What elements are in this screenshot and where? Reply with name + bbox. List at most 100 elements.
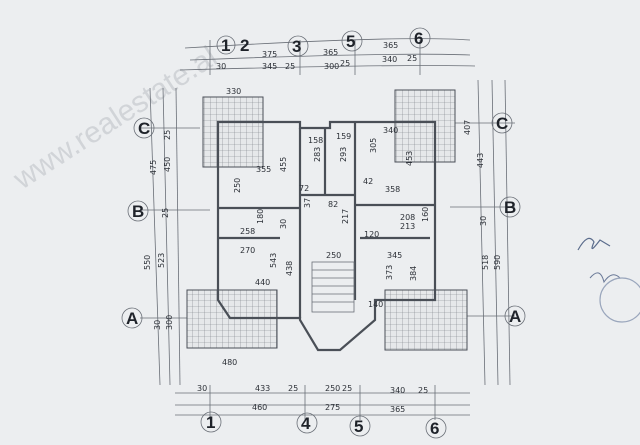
dim-label: 25 <box>285 62 295 71</box>
axis-marker-right-c: C <box>491 112 513 134</box>
dim-label: 543 <box>269 253 278 268</box>
dim-label: 365 <box>390 405 405 414</box>
dim-label: 340 <box>383 126 398 135</box>
dim-label: 518 <box>481 255 490 270</box>
dim-label: 365 <box>383 41 398 50</box>
dim-label: 345 <box>262 62 277 71</box>
dim-label: 550 <box>143 255 152 270</box>
svg-text:C: C <box>138 119 150 138</box>
dim-label: 365 <box>323 48 338 57</box>
svg-text:C: C <box>496 114 508 133</box>
dim-label: 180 <box>256 209 265 224</box>
dim-label: 340 <box>390 386 405 395</box>
dim-label: 340 <box>382 55 397 64</box>
svg-text:A: A <box>509 307 521 326</box>
dim-label: 158 <box>308 136 323 145</box>
axis-marker-bottom-5: 5 <box>349 415 371 437</box>
axis-marker-left-b: B <box>127 200 149 222</box>
dim-label: 480 <box>222 358 237 367</box>
dim-label: 30 <box>216 62 226 71</box>
axis-marker-top-6: 6 <box>409 27 431 49</box>
building-walls <box>216 120 437 352</box>
dim-label: 30 <box>153 320 162 330</box>
dim-label: 270 <box>240 246 255 255</box>
dim-label: 375 <box>262 50 277 59</box>
axis-marker-top-3: 3 <box>287 35 309 57</box>
balcony-top-right <box>394 89 456 163</box>
dim-label: 25 <box>342 384 352 393</box>
axis-marker-right-b: B <box>499 196 521 218</box>
dim-label: 433 <box>255 384 270 393</box>
dim-label: 300 <box>324 62 339 71</box>
dim-label: 82 <box>328 200 338 209</box>
dim-label: 293 <box>339 147 348 162</box>
axis-marker-bottom-4: 4 <box>296 412 318 434</box>
dim-label: 208 <box>400 213 415 222</box>
dim-label: 275 <box>325 403 340 412</box>
dim-label: 30 <box>479 216 488 226</box>
dim-label: 258 <box>240 227 255 236</box>
dim-label: 590 <box>493 255 502 270</box>
dim-label: 305 <box>369 138 378 153</box>
axis-marker-left-a: A <box>121 307 143 329</box>
dim-label: 453 <box>405 151 414 166</box>
dim-label: 25 <box>340 59 350 68</box>
svg-text:A: A <box>126 309 138 328</box>
watermark-text: www.realestate.al <box>7 40 223 196</box>
dim-label: 440 <box>255 278 270 287</box>
svg-text:5: 5 <box>354 417 363 436</box>
dim-label: 358 <box>385 185 400 194</box>
dim-label: 25 <box>407 54 417 63</box>
dim-label: 25 <box>288 384 298 393</box>
svg-text:1: 1 <box>221 36 230 55</box>
dim-label: 438 <box>285 261 294 276</box>
top-dimension-lines <box>179 38 476 75</box>
dim-label: 160 <box>421 207 430 222</box>
dim-label: 373 <box>385 265 394 280</box>
axis-marker-left-c: C <box>133 117 155 139</box>
dim-label: 450 <box>163 157 172 172</box>
svg-text:6: 6 <box>430 419 439 438</box>
dim-label: 384 <box>409 266 418 281</box>
signature-mark <box>577 237 640 323</box>
dim-label: 159 <box>336 132 351 141</box>
axis-marker-bottom-6: 6 <box>425 417 447 439</box>
dim-label: 37 <box>303 198 312 208</box>
svg-text:6: 6 <box>414 29 423 48</box>
dim-label: 72 <box>299 184 309 193</box>
dim-label: 283 <box>313 147 322 162</box>
axis-marker-top-5: 5 <box>341 30 363 52</box>
dim-label: 345 <box>387 251 402 260</box>
svg-text:4: 4 <box>301 414 311 433</box>
dim-label: 300 <box>165 315 174 330</box>
dim-label: 42 <box>363 177 373 186</box>
axis-marker-top-2: 2 <box>240 36 249 55</box>
dim-label: 25 <box>161 208 170 218</box>
dim-label: 250 <box>326 251 341 260</box>
dim-label: 250 <box>325 384 340 393</box>
svg-text:1: 1 <box>206 413 215 432</box>
dim-label: 120 <box>364 230 379 239</box>
dim-label: 30 <box>197 384 207 393</box>
dim-label: 443 <box>476 153 485 168</box>
dim-label: 330 <box>226 87 241 96</box>
svg-text:5: 5 <box>346 32 355 51</box>
svg-text:B: B <box>504 198 516 217</box>
balcony-top-left <box>202 96 264 168</box>
svg-text:2: 2 <box>240 36 249 55</box>
dim-label: 217 <box>341 209 350 224</box>
axis-marker-bottom-1: 1 <box>200 411 222 433</box>
dim-label: 407 <box>463 120 472 135</box>
svg-text:3: 3 <box>292 37 301 56</box>
dim-label: 25 <box>163 130 172 140</box>
svg-text:B: B <box>132 202 144 221</box>
dim-label: 455 <box>279 157 288 172</box>
dim-label: 475 <box>149 160 158 175</box>
dim-label: 460 <box>252 403 267 412</box>
dim-label: 355 <box>256 165 271 174</box>
dim-label: 250 <box>233 178 242 193</box>
bottom-dimension-lines <box>175 385 470 420</box>
dim-label: 213 <box>400 222 415 231</box>
dim-label: 523 <box>157 253 166 268</box>
